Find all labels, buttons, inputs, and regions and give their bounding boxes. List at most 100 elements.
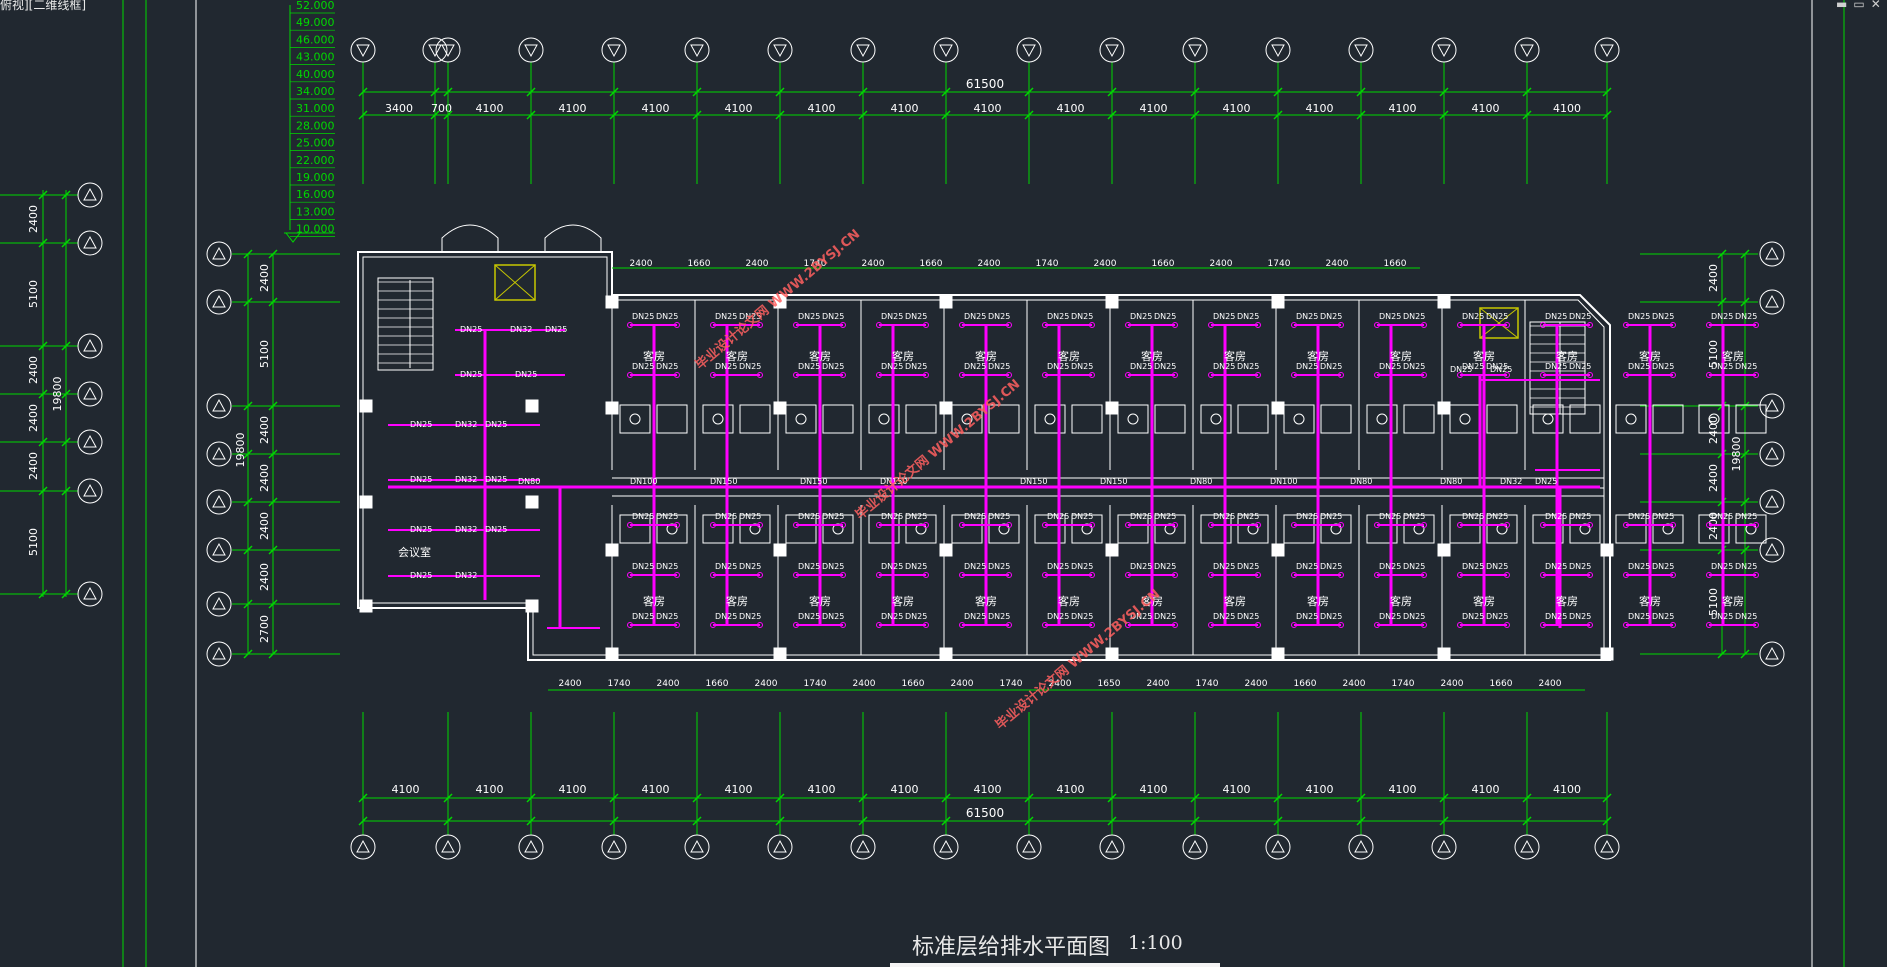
- drawing-scale: 1:100: [1128, 932, 1183, 954]
- dimension-tick: [443, 110, 453, 120]
- axis-symbol-icon: [1188, 839, 1202, 853]
- pipe-size-label: DN25: [988, 512, 1010, 521]
- pipe-end-icon: [1042, 622, 1048, 628]
- pipe-size-label: DN25: [1071, 312, 1093, 321]
- room-name: 客房: [643, 349, 665, 363]
- axis-bubble-icon: [77, 581, 103, 607]
- room-name: 客房: [643, 594, 665, 608]
- dimension-tick: [1356, 816, 1366, 826]
- pipe-size-label: DN25: [1071, 612, 1093, 621]
- pipe-end-icon: [757, 622, 763, 628]
- structural-column: [605, 295, 619, 309]
- pipe-size-label: DN25: [1403, 612, 1425, 621]
- pipe-end-icon: [876, 572, 882, 578]
- pipe-size-label: DN25: [632, 562, 654, 571]
- pipe-end-icon: [1374, 572, 1380, 578]
- top-dimension-text: 4100: [1553, 102, 1581, 115]
- structural-column: [605, 401, 619, 415]
- pipe-size-label: DN25: [739, 562, 761, 571]
- axis-symbol-icon: [1354, 44, 1368, 58]
- far-left-dimension-text: 2400: [27, 452, 40, 480]
- pipe-end-icon: [1753, 322, 1759, 328]
- bottom-dimension-text: 4100: [1553, 783, 1581, 796]
- pipe-end-icon: [1587, 372, 1593, 378]
- pipe-size-label: DN25: [1296, 612, 1318, 621]
- dimension-tick: [1717, 249, 1727, 259]
- pipe-size-label: DN32: [455, 571, 477, 580]
- room-name: 客房: [1556, 349, 1578, 363]
- bathroom-fixture: [702, 514, 734, 544]
- washbasin-icon: [795, 413, 807, 425]
- pipe-end-icon: [1587, 622, 1593, 628]
- pipe-size-label: DN25: [1628, 312, 1650, 321]
- pipe-size-label: DN80: [1350, 477, 1372, 486]
- dimension-tick: [775, 110, 785, 120]
- pipe-size-label: DN25: [1320, 362, 1342, 371]
- pipe-size-label: DN25: [1735, 362, 1757, 371]
- axis-symbol-icon: [356, 44, 370, 58]
- pipe-size-label: DN25: [1652, 612, 1674, 621]
- far-left-dimension-text: 2400: [27, 356, 40, 384]
- structural-column: [1600, 543, 1614, 557]
- pipe-end-icon: [1457, 372, 1463, 378]
- pipe-size-label: DN25: [485, 420, 507, 429]
- viewport-view-label[interactable]: 俯视][二维线框]: [0, 0, 87, 12]
- washbasin-icon: [961, 413, 973, 425]
- top-dimension-text: 4100: [808, 102, 836, 115]
- inner-top-dimension-text: 2400: [862, 259, 885, 269]
- dimension-tick: [1024, 87, 1034, 97]
- axis-bubble-icon: [933, 37, 959, 63]
- room-name: 客房: [1141, 594, 1163, 608]
- bathroom-fixture: [1283, 404, 1315, 434]
- pipe-size-label: DN25: [1130, 362, 1152, 371]
- bottom-total-dimension: 61500: [966, 806, 1004, 820]
- pipe-size-label: DN25: [1047, 562, 1069, 571]
- pipe-size-label: DN25: [715, 612, 737, 621]
- pipe-size-label: DN25: [1403, 512, 1425, 521]
- axis-symbol-icon: [1765, 398, 1779, 412]
- dimension-tick: [609, 87, 619, 97]
- axis-symbol-icon: [1105, 839, 1119, 853]
- axis-bubble-icon: [1265, 37, 1291, 63]
- minimize-icon[interactable]: ▬: [1836, 0, 1848, 11]
- pipe-size-label: DN25: [1535, 477, 1557, 486]
- axis-symbol-icon: [1437, 44, 1451, 58]
- pipe-size-label: DN25: [1047, 362, 1069, 371]
- pipe-size-label: DN25: [715, 312, 737, 321]
- axis-symbol-icon: [1520, 839, 1534, 853]
- pipe-size-label: DN25: [1652, 512, 1674, 521]
- dimension-tick: [38, 341, 48, 351]
- axis-bubble-icon: [850, 834, 876, 860]
- dimension-tick: [1024, 816, 1034, 826]
- pipe-end-icon: [923, 372, 929, 378]
- structural-column: [525, 495, 539, 509]
- bathroom-fixture: [1071, 404, 1103, 434]
- dimension-tick: [775, 87, 785, 97]
- dimension-tick: [443, 816, 453, 826]
- structural-column: [359, 495, 373, 509]
- pipe-end-icon: [1623, 372, 1629, 378]
- pipe-size-label: DN25: [881, 562, 903, 571]
- inner-bottom-dimension-text: 2400: [1049, 679, 1072, 689]
- pipe-size-label: DN25: [988, 612, 1010, 621]
- structural-column: [1271, 543, 1285, 557]
- pipe-size-label: DN80: [518, 477, 540, 486]
- dimension-tick: [243, 297, 253, 307]
- bathroom-fixture: [1154, 404, 1186, 434]
- axis-symbol-icon: [356, 839, 370, 853]
- dimension-tick: [858, 793, 868, 803]
- restore-icon[interactable]: ▭: [1853, 0, 1865, 11]
- axis-symbol-icon: [1354, 839, 1368, 853]
- axis-bubble-icon: [1759, 537, 1785, 563]
- bathroom-fixture: [1569, 514, 1601, 544]
- axis-bubble-icon: [601, 834, 627, 860]
- dimension-tick: [858, 110, 868, 120]
- pipe-end-icon: [1172, 622, 1178, 628]
- dimension-tick: [1107, 793, 1117, 803]
- close-icon[interactable]: ✕: [1870, 0, 1881, 11]
- bathroom-fixture: [1237, 514, 1269, 544]
- pipe-size-label: DN32: [510, 325, 532, 334]
- pipe-size-label: DN25: [1154, 562, 1176, 571]
